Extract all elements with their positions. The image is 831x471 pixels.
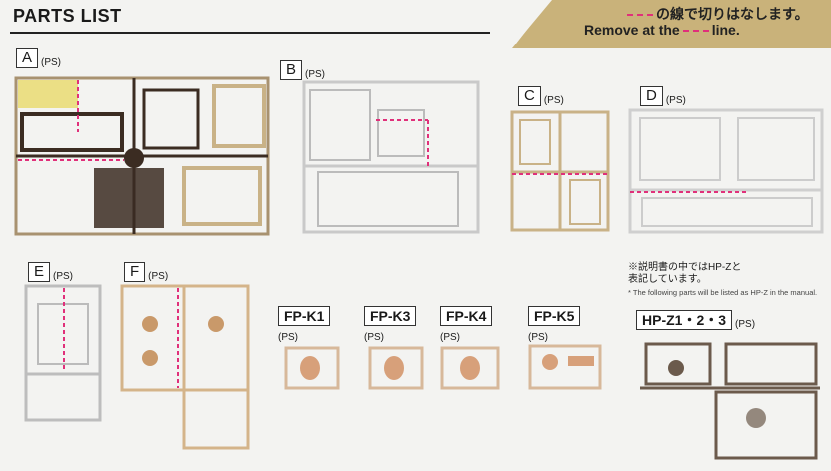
runner-label-fpk1: FP-K1 (PS) xyxy=(278,306,333,343)
runner-material: (PS) xyxy=(305,69,326,80)
sprue-f-illustration xyxy=(120,284,250,450)
notice-en-prefix: Remove at the xyxy=(584,22,680,38)
sprue-fpk3-illustration xyxy=(368,346,424,390)
runner-id: F xyxy=(124,262,146,282)
notice-jp-text: の線で切りはなします。 xyxy=(656,6,809,22)
sprue-d-illustration xyxy=(628,108,824,234)
cut-line-dash-icon xyxy=(682,30,709,33)
note-jp-line2: 表記しています。 xyxy=(628,274,707,285)
sprue-fpk5-illustration xyxy=(528,344,602,390)
hpz-note: ※説明書の中ではHP-Zと 表記しています。 * The following p… xyxy=(628,262,828,297)
sprue-fpk1-illustration xyxy=(284,346,340,390)
runner-id: B xyxy=(280,60,303,80)
sprue-b-illustration xyxy=(302,80,480,234)
runner-label-hpz: HP-Z1・2・3(PS) xyxy=(636,310,755,330)
runner-material: (PS) xyxy=(41,57,62,68)
runner-label-e: E(PS) xyxy=(28,262,73,282)
runner-material: (PS) xyxy=(364,332,384,343)
runner-id: FP-K1 xyxy=(278,306,331,326)
sprue-c-illustration xyxy=(510,110,610,232)
cut-line-dash-icon xyxy=(627,14,653,17)
notice-en-suffix: line. xyxy=(711,22,740,38)
runner-label-f: F(PS) xyxy=(124,262,168,282)
runner-material: (PS) xyxy=(665,95,686,106)
runner-id: A xyxy=(16,48,39,68)
runner-id: D xyxy=(640,86,663,106)
runner-label-fpk4: FP-K4 (PS) xyxy=(440,306,495,343)
notice-jp: の線で切りはなします。 xyxy=(624,4,809,24)
runner-material: (PS) xyxy=(543,95,564,106)
runner-id: FP-K3 xyxy=(364,306,417,326)
note-en: * The following parts will be listed as … xyxy=(628,288,818,297)
runner-material: (PS) xyxy=(440,332,460,343)
sprue-fpk4-illustration xyxy=(440,346,500,390)
runner-id: FP-K5 xyxy=(528,306,581,326)
runner-label-fpk3: FP-K3 (PS) xyxy=(364,306,419,343)
runner-id: FP-K4 xyxy=(440,306,493,326)
runner-id: E xyxy=(28,262,51,282)
runner-id: C xyxy=(518,86,541,106)
runner-material: (PS) xyxy=(735,319,756,330)
runner-label-b: B(PS) xyxy=(280,60,325,80)
title-rule xyxy=(10,32,490,34)
notice-en: Remove at the line. xyxy=(584,22,740,38)
runner-label-fpk5: FP-K5 (PS) xyxy=(528,306,583,343)
runner-label-a: A(PS) xyxy=(16,48,61,68)
runner-material: (PS) xyxy=(53,271,74,282)
page-title: PARTS LIST xyxy=(13,6,122,26)
runner-material: (PS) xyxy=(148,271,169,282)
sprue-a-illustration xyxy=(14,76,270,236)
runner-label-c: C(PS) xyxy=(518,86,564,106)
runner-id: HP-Z1・2・3 xyxy=(636,310,733,330)
sprue-hpz-illustration xyxy=(640,342,820,460)
sprue-e-illustration xyxy=(24,284,102,422)
cut-notice-banner: の線で切りはなします。 Remove at the line. xyxy=(512,0,831,48)
banner-shape xyxy=(512,0,831,48)
runner-label-d: D(PS) xyxy=(640,86,686,106)
runner-material: (PS) xyxy=(528,332,548,343)
note-jp-line1: ※説明書の中ではHP-Zと xyxy=(628,262,742,273)
runner-material: (PS) xyxy=(278,332,298,343)
